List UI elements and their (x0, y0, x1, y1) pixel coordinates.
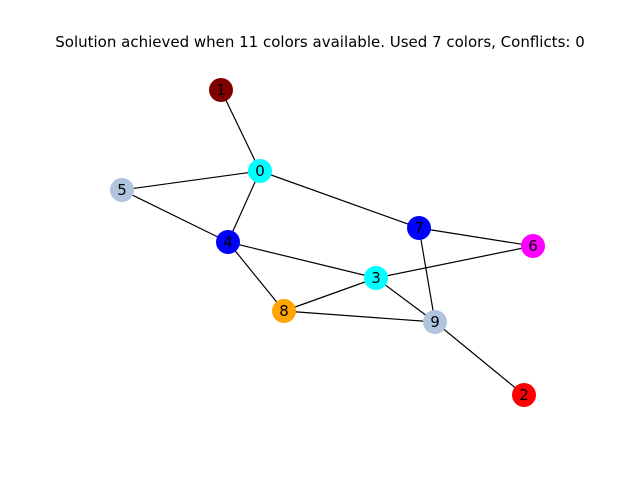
edge-4-8 (227, 241, 285, 312)
node-circle-7 (407, 216, 431, 240)
node-circle-8 (272, 299, 296, 323)
node-circle-5 (110, 178, 134, 202)
node-label-3: 3 (371, 269, 381, 287)
nodes-layer: 0 1 2 3 4 5 6 7 8 9 (110, 78, 545, 407)
edge-4-3 (227, 241, 377, 279)
node-label-7: 7 (414, 219, 424, 237)
node-circle-2 (512, 383, 536, 407)
node-5: 5 (110, 178, 134, 202)
node-8: 8 (272, 299, 296, 323)
node-circle-9 (423, 310, 447, 334)
edge-5-4 (121, 189, 229, 243)
node-label-6: 6 (528, 237, 538, 255)
node-label-5: 5 (117, 181, 127, 199)
node-label-1: 1 (216, 81, 226, 99)
node-3: 3 (364, 266, 388, 290)
node-6: 6 (521, 234, 545, 258)
figure-title: Solution achieved when 11 colors availab… (55, 33, 585, 51)
edge-8-9 (283, 310, 436, 323)
node-label-2: 2 (519, 386, 529, 404)
node-label-4: 4 (223, 233, 233, 251)
node-circle-4 (216, 230, 240, 254)
node-label-8: 8 (279, 302, 289, 320)
node-circle-1 (209, 78, 233, 102)
node-label-9: 9 (430, 313, 440, 331)
node-9: 9 (423, 310, 447, 334)
edge-3-9 (375, 277, 436, 323)
edge-0-7 (259, 170, 420, 229)
edges-layer (121, 89, 534, 396)
edge-7-9 (418, 227, 436, 323)
node-4: 4 (216, 230, 240, 254)
edge-7-6 (418, 227, 534, 247)
node-0: 0 (248, 159, 272, 183)
node-2: 2 (512, 383, 536, 407)
edge-0-4 (227, 170, 261, 243)
edge-9-2 (434, 321, 525, 396)
edge-0-1 (220, 89, 261, 172)
node-1: 1 (209, 78, 233, 102)
node-circle-0 (248, 159, 272, 183)
edge-3-8 (283, 277, 377, 312)
node-label-0: 0 (255, 162, 265, 180)
node-circle-6 (521, 234, 545, 258)
edge-0-5 (121, 170, 261, 191)
node-7: 7 (407, 216, 431, 240)
edge-3-6 (375, 245, 534, 279)
node-circle-3 (364, 266, 388, 290)
